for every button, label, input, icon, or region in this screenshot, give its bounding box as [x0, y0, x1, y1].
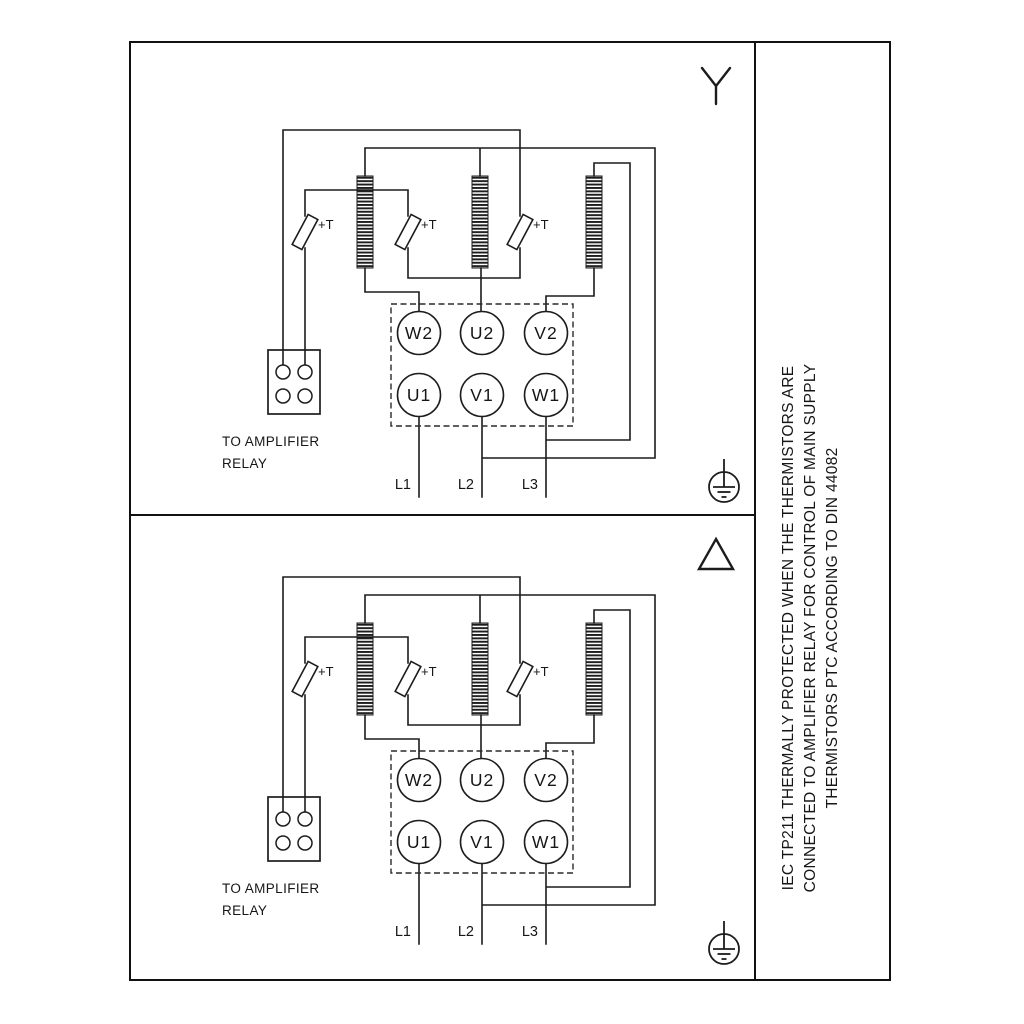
- relay-note-line-1: TO AMPLIFIER: [222, 881, 320, 896]
- supply-label-l1: L1: [395, 477, 411, 493]
- thermistor-label: +T: [533, 664, 549, 679]
- diagram-border: [129, 41, 891, 981]
- thermistor-symbol: [506, 660, 534, 698]
- motor-winding-bar: [356, 175, 374, 269]
- thermistor-label: +T: [421, 217, 437, 232]
- relay-terminal: [297, 388, 313, 404]
- earth-ground-icon: [708, 459, 740, 503]
- relay-terminal: [275, 811, 291, 827]
- thermistor-label: +T: [421, 664, 437, 679]
- terminal-v1: [459, 372, 505, 418]
- relay-note-line-1: TO AMPLIFIER: [222, 434, 320, 449]
- relay-terminal: [275, 388, 291, 404]
- terminal-v1: [459, 819, 505, 865]
- terminal-w1-label: W1: [532, 832, 560, 852]
- motor-winding-bar: [471, 175, 489, 269]
- terminal-v2: [523, 310, 569, 356]
- relay-note-line-2: RELAY: [222, 456, 267, 471]
- relay-note-line-2: RELAY: [222, 903, 267, 918]
- terminal-u2-label: U2: [470, 770, 494, 790]
- terminal-w2-label: W2: [405, 323, 433, 343]
- earth-ground-icon: [708, 921, 740, 965]
- terminal-v2-label: V2: [534, 770, 557, 790]
- relay-terminal: [297, 364, 313, 380]
- winding-and-supply-wires: [364, 147, 656, 498]
- terminal-u1: [396, 819, 442, 865]
- delta-connection-icon: [696, 536, 736, 571]
- supply-label-l2: L2: [458, 924, 474, 940]
- supply-label-l3: L3: [522, 924, 538, 940]
- terminal-block-outline: [390, 303, 574, 427]
- terminal-w1: [523, 372, 569, 418]
- relay-terminal: [275, 364, 291, 380]
- terminal-u2-label: U2: [470, 323, 494, 343]
- panel-star-wiring: +T +T +T W2 U2 V2 U1 V1 W1 TO AMPLIFIER …: [222, 129, 656, 498]
- thermistor-symbol: [291, 213, 319, 251]
- thermistor-label: +T: [318, 664, 334, 679]
- thermistor-symbol: [506, 213, 534, 251]
- terminal-w1: [523, 819, 569, 865]
- supply-label-l1: L1: [395, 924, 411, 940]
- panel-delta-wiring: +T +T +T W2 U2 V2 U1 V1 W1 TO AMPLIFIER …: [222, 576, 656, 945]
- motor-winding-bar: [585, 622, 603, 716]
- motor-winding-bar: [471, 622, 489, 716]
- thermistor-label: +T: [318, 217, 334, 232]
- relay-terminal: [297, 835, 313, 851]
- side-note-line-1: IEC TP211 THERMALLY PROTECTED WHEN THE T…: [780, 366, 797, 891]
- terminal-v1-label: V1: [470, 832, 493, 852]
- terminal-v1-label: V1: [470, 385, 493, 405]
- star-connection-icon: [700, 66, 732, 106]
- amplifier-relay-terminal-box: [267, 796, 321, 862]
- thermistor-circuit-wires: [282, 129, 521, 366]
- side-note-line-3: THERMISTORS PTC ACCORDING TO DIN 44082: [824, 447, 841, 808]
- thermistor-symbol: [394, 213, 422, 251]
- supply-label-l3: L3: [522, 477, 538, 493]
- terminal-w2: [396, 757, 442, 803]
- thermistor-label: +T: [533, 217, 549, 232]
- amplifier-relay-terminal-box: [267, 349, 321, 415]
- thermistor-symbol: [394, 660, 422, 698]
- relay-terminal: [297, 811, 313, 827]
- terminal-w2-label: W2: [405, 770, 433, 790]
- terminal-u2: [459, 310, 505, 356]
- supply-label-l2: L2: [458, 477, 474, 493]
- terminal-w2: [396, 310, 442, 356]
- motor-winding-bar: [356, 622, 374, 716]
- terminal-v2: [523, 757, 569, 803]
- terminal-u1-label: U1: [407, 385, 431, 405]
- terminal-w1-label: W1: [532, 385, 560, 405]
- motor-winding-bar: [585, 175, 603, 269]
- side-note-line-2: CONNECTED TO AMPLIFIER RELAY FOR CONTROL…: [802, 364, 819, 893]
- relay-terminal: [275, 835, 291, 851]
- terminal-u2: [459, 757, 505, 803]
- terminal-block-outline: [390, 750, 574, 874]
- terminal-u1-label: U1: [407, 832, 431, 852]
- thermistor-symbol: [291, 660, 319, 698]
- winding-and-supply-wires: [364, 594, 656, 945]
- terminal-u1: [396, 372, 442, 418]
- thermistor-circuit-wires: [282, 576, 521, 813]
- terminal-v2-label: V2: [534, 323, 557, 343]
